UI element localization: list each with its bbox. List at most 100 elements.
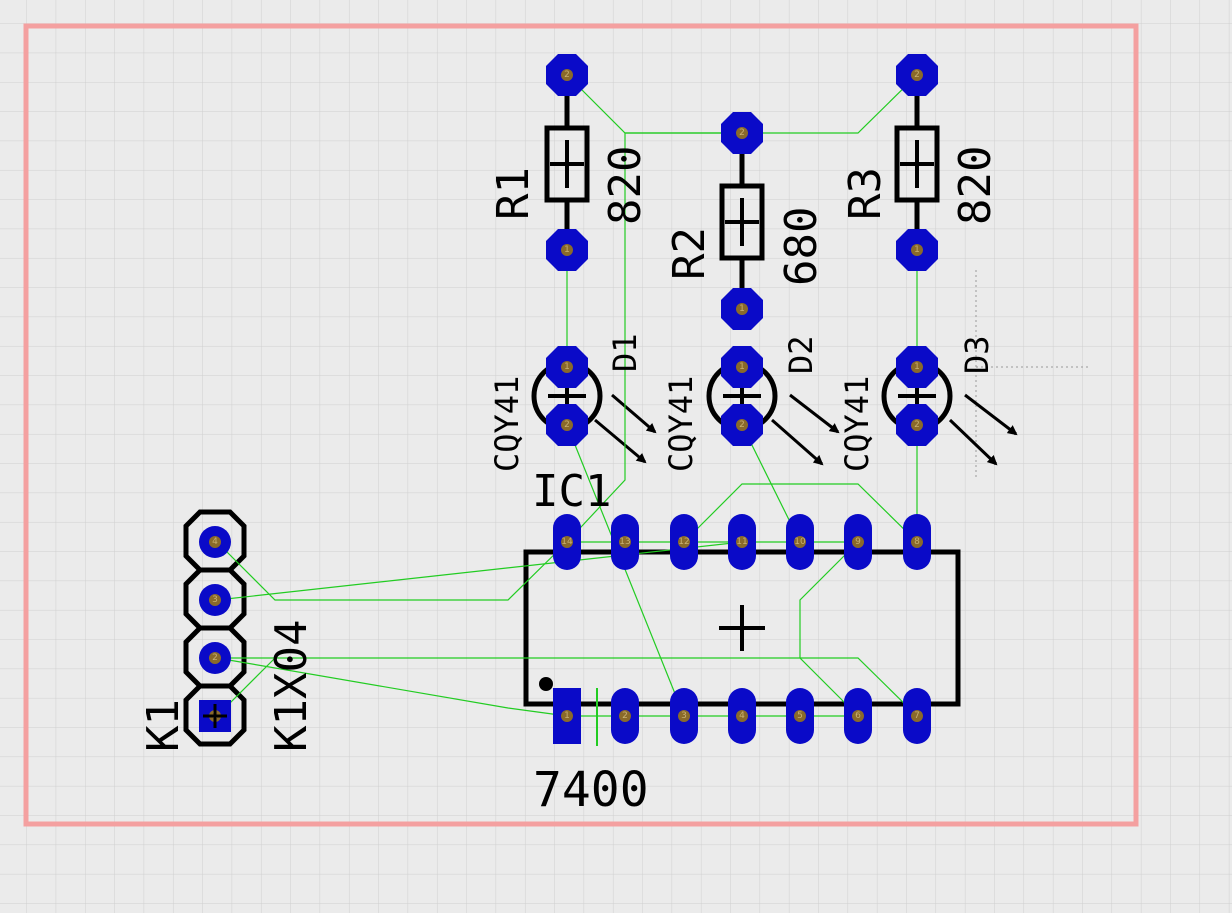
drill-hole: [911, 536, 923, 548]
pad-ic1-pin-14[interactable]: 14: [553, 514, 581, 570]
connector-k1-outline: [183, 509, 247, 747]
pin-number-label: 9: [855, 537, 861, 547]
pin-number-label: 1: [564, 245, 570, 255]
pin-number-label: 6: [855, 711, 861, 721]
pad-d3-pin-1[interactable]: 1: [896, 346, 938, 388]
drill-hole: [561, 710, 573, 722]
drill-hole: [794, 710, 806, 722]
pin-number-label: 1: [739, 362, 745, 372]
drill-hole: [911, 244, 923, 256]
pad-r2-pin-1[interactable]: 1: [721, 288, 763, 330]
pad-ic1-pin-6[interactable]: 6: [844, 688, 872, 744]
label-d2-name: D2: [782, 335, 820, 374]
label-r2-value: 680: [776, 207, 827, 286]
drill-hole: [911, 361, 923, 373]
drill-hole: [736, 710, 748, 722]
svg-text:K1: K1: [138, 699, 189, 752]
pad-d3-pin-2[interactable]: 2: [896, 404, 938, 446]
pin-number-label: 1: [914, 245, 920, 255]
svg-text:820: 820: [950, 146, 1001, 225]
drill-hole: [911, 69, 923, 81]
label-r3-value: 820: [950, 146, 1001, 225]
drill-hole: [736, 419, 748, 431]
label-ic1-name: IC1: [532, 466, 611, 517]
label-r1-value: 820: [600, 146, 651, 225]
drill-hole: [209, 594, 221, 606]
drill-hole: [209, 536, 221, 548]
label-d1-name: D1: [606, 333, 644, 372]
pin-number-label: 2: [739, 420, 745, 430]
drill-hole: [736, 536, 748, 548]
pad-k1-pin-2[interactable]: 2: [199, 642, 231, 674]
pin-number-label: 1: [914, 362, 920, 372]
label-d3-name: D3: [958, 335, 996, 374]
pad-ic1-pin-1[interactable]: 1: [553, 688, 581, 744]
pad-r1-pin-1[interactable]: 1: [546, 229, 588, 271]
pin-number-label: 14: [561, 537, 573, 547]
svg-text:R3: R3: [840, 167, 891, 220]
pad-ic1-pin-11[interactable]: 11: [728, 514, 756, 570]
pad-r2-pin-2[interactable]: 2: [721, 112, 763, 154]
svg-text:CQY41: CQY41: [838, 376, 876, 472]
label-d2-value: CQY41: [662, 376, 700, 472]
pad-d1-pin-2[interactable]: 2: [546, 404, 588, 446]
drill-hole: [561, 419, 573, 431]
svg-text:D1: D1: [606, 333, 644, 372]
pad-ic1-pin-10[interactable]: 10: [786, 514, 814, 570]
drill-hole: [561, 361, 573, 373]
pad-ic1-pin-8[interactable]: 8: [903, 514, 931, 570]
svg-text:CQY41: CQY41: [488, 376, 526, 472]
pin-number-label: 1: [739, 304, 745, 314]
pad-ic1-pin-7[interactable]: 7: [903, 688, 931, 744]
pin-number-label: 11: [736, 537, 747, 547]
drill-hole: [619, 536, 631, 548]
board-outline: [23, 23, 1139, 827]
pad-ic1-pin-2[interactable]: 2: [611, 688, 639, 744]
pad-ic1-pin-12[interactable]: 12: [670, 514, 698, 570]
label-r3-name: R3: [840, 167, 891, 220]
pin-number-label: 7: [914, 711, 920, 721]
pin-number-label: 13: [619, 537, 630, 547]
pad-d2-pin-2[interactable]: 2: [721, 404, 763, 446]
pad-ic1-pin-5[interactable]: 5: [786, 688, 814, 744]
drill-hole: [794, 536, 806, 548]
pin-number-label: 2: [564, 70, 570, 80]
pad-r1-pin-2[interactable]: 2: [546, 54, 588, 96]
pad-k1-pin-4[interactable]: 4: [199, 526, 231, 558]
pin-number-label: 3: [681, 711, 687, 721]
svg-text:K1X04: K1X04: [266, 620, 317, 752]
svg-text:820: 820: [600, 146, 651, 225]
pad-ic1-pin-13[interactable]: 13: [611, 514, 639, 570]
svg-text:D2: D2: [782, 335, 820, 374]
pad-ic1-pin-3[interactable]: 3: [670, 688, 698, 744]
pin-number-label: 4: [212, 537, 218, 547]
pad-ic1-pin-9[interactable]: 9: [844, 514, 872, 570]
svg-text:CQY41: CQY41: [662, 376, 700, 472]
drill-hole: [911, 419, 923, 431]
pad-ic1-pin-4[interactable]: 4: [728, 688, 756, 744]
label-k1-value: K1X04: [266, 620, 317, 752]
drill-hole: [852, 710, 864, 722]
pad-d2-pin-1[interactable]: 1: [721, 346, 763, 388]
pin-number-label: 2: [564, 420, 570, 430]
label-r1-name: R1: [488, 167, 539, 220]
drill-hole: [911, 710, 923, 722]
pad-r3-pin-1[interactable]: 1: [896, 229, 938, 271]
pad-r3-pin-2[interactable]: 2: [896, 54, 938, 96]
pin-number-label: 2: [914, 70, 920, 80]
pads-layer: 21212112121214131211109812345674321: [199, 54, 938, 744]
svg-text:680: 680: [776, 207, 827, 286]
pad-k1-pin-1[interactable]: 1: [199, 700, 231, 732]
label-r2-name: R2: [664, 227, 715, 280]
pin-number-label: 4: [739, 711, 745, 721]
pin-number-label: 1: [564, 711, 570, 721]
pad-k1-pin-3[interactable]: 3: [199, 584, 231, 616]
origin-cross-icon: [203, 704, 227, 728]
drill-hole: [736, 361, 748, 373]
label-ic1-value: 7400: [533, 762, 649, 818]
drill-hole: [678, 536, 690, 548]
label-k1-name: K1: [138, 699, 189, 752]
pad-d1-pin-1[interactable]: 1: [546, 346, 588, 388]
